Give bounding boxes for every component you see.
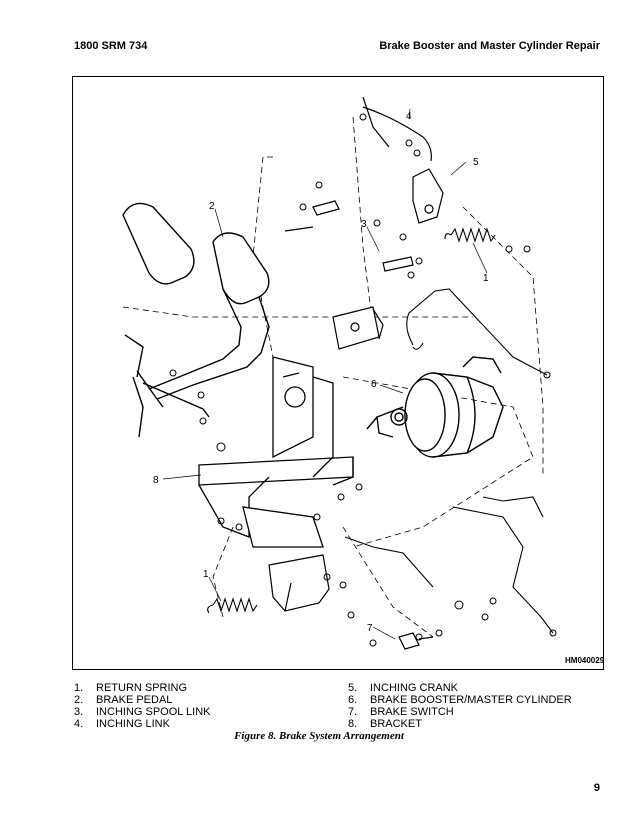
callout-5: 5 bbox=[473, 157, 479, 168]
brake-system-drawing: 4 5 2 3 1 6 8 1 7 HM040029 bbox=[122, 96, 604, 665]
legend-label: BRACKET bbox=[370, 718, 422, 730]
legend-number: 3. bbox=[74, 706, 84, 718]
legend-label: BRAKE BOOSTER/MASTER CYLINDER bbox=[370, 694, 572, 706]
legend-number: 4. bbox=[74, 718, 84, 730]
callout-leaders bbox=[162, 108, 488, 640]
legend-item: 6. BRAKE BOOSTER/MASTER CYLINDER bbox=[348, 694, 572, 706]
legend-label: RETURN SPRING bbox=[96, 682, 188, 694]
legend-label: INCHING SPOOL LINK bbox=[96, 706, 211, 718]
return-spring-upper bbox=[444, 227, 496, 243]
header-section-title: Brake Booster and Master Cylinder Repair bbox=[379, 40, 600, 52]
legend-number: 2. bbox=[74, 694, 84, 706]
brake-pedal bbox=[122, 202, 270, 438]
assembly-dash-lines bbox=[122, 116, 544, 638]
callout-7: 7 bbox=[367, 623, 373, 634]
drawing-code: HM040029 bbox=[565, 656, 604, 665]
brake-switch-part bbox=[398, 632, 434, 650]
legend-label: INCHING CRANK bbox=[370, 682, 459, 694]
legend-number: 6. bbox=[348, 694, 358, 706]
legend-label: INCHING LINK bbox=[96, 718, 170, 730]
callout-2: 2 bbox=[209, 201, 215, 212]
legend-item: 5. INCHING CRANK bbox=[348, 682, 572, 694]
legend-item: 7. BRAKE SWITCH bbox=[348, 706, 572, 718]
legend-number: 7. bbox=[348, 706, 358, 718]
return-spring-lower bbox=[207, 597, 258, 614]
callout-8: 8 bbox=[153, 475, 159, 486]
callout-6: 6 bbox=[371, 379, 377, 390]
legend-label: BRAKE PEDAL bbox=[96, 694, 173, 706]
figure-caption: Figure 8. Brake System Arrangement bbox=[234, 730, 404, 742]
legend-number: 1. bbox=[74, 682, 84, 694]
legend-item: 2. BRAKE PEDAL bbox=[74, 694, 211, 706]
fasteners bbox=[169, 113, 557, 647]
callout-1-upper: 1 bbox=[483, 273, 489, 284]
legend-label: BRAKE SWITCH bbox=[370, 706, 454, 718]
callout-1-lower: 1 bbox=[203, 569, 209, 580]
page-number: 9 bbox=[593, 782, 600, 794]
brake-booster bbox=[366, 356, 504, 458]
legend-number: 5. bbox=[348, 682, 358, 694]
callout-3: 3 bbox=[361, 219, 367, 230]
pivot-bracket bbox=[198, 356, 354, 548]
legend-item: 1. RETURN SPRING bbox=[74, 682, 211, 694]
legend-item: 4. INCHING LINK bbox=[74, 718, 211, 730]
figure-frame: 4 5 2 3 1 6 8 1 7 HM040029 bbox=[72, 76, 604, 670]
lower-bracket bbox=[268, 554, 330, 612]
inching-linkage bbox=[284, 96, 444, 272]
legend-item: 8. BRACKET bbox=[348, 718, 572, 730]
brake-lines bbox=[344, 288, 554, 634]
legend-left-column: 1. RETURN SPRING 2. BRAKE PEDAL 3. INCHI… bbox=[74, 682, 211, 730]
callout-4: 4 bbox=[406, 111, 412, 122]
legend-number: 8. bbox=[348, 718, 358, 730]
header-manual-code: 1800 SRM 734 bbox=[74, 40, 148, 52]
legend-item: 3. INCHING SPOOL LINK bbox=[74, 706, 211, 718]
legend-right-column: 5. INCHING CRANK 6. BRAKE BOOSTER/MASTER… bbox=[348, 682, 572, 730]
booster-mount-plate bbox=[332, 306, 384, 350]
